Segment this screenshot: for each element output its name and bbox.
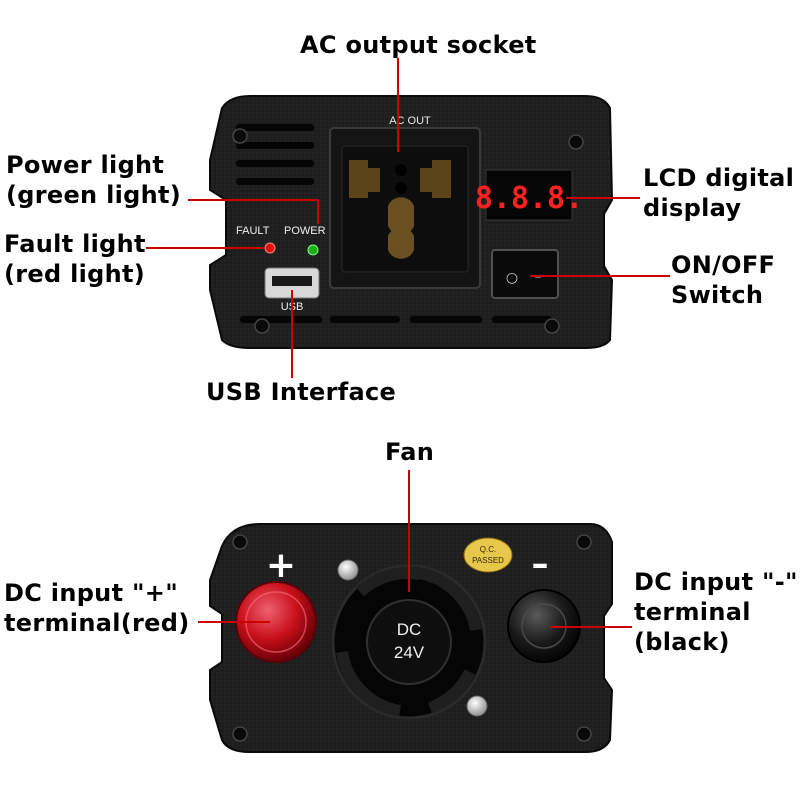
fan-text-24v: 24V <box>394 643 425 662</box>
fault-text: FAULT <box>236 225 270 237</box>
callout-dc-plus-line1: DC input "+" <box>4 579 179 607</box>
plus-symbol: + <box>266 545 296 586</box>
qc-line2: PASSED <box>472 556 504 565</box>
callout-usb: USB Interface <box>206 377 396 407</box>
switch-on-symbol: ○ <box>506 270 518 286</box>
callout-dc-plus-line2: terminal(red) <box>4 609 190 637</box>
callout-ac-socket: AC output socket <box>300 30 537 60</box>
callout-switch-line1: ON/OFF <box>671 251 776 279</box>
front-left-vents <box>236 124 314 185</box>
callout-fault-light: Fault light (red light) <box>4 229 146 289</box>
lcd-digits: 8.8.8. <box>475 181 583 216</box>
fault-led <box>264 242 276 254</box>
callout-usb-text: USB Interface <box>206 378 397 406</box>
callout-power-light-line2: (green light) <box>6 181 182 209</box>
rear-panel: DC 24V + – Q.C. PASSED <box>209 523 614 753</box>
callout-power-light-line1: Power light <box>6 151 165 179</box>
callout-lcd-line2: display <box>643 194 742 222</box>
fan-grill <box>336 566 482 717</box>
callout-ac-socket-text: AC output socket <box>300 31 537 59</box>
dc-minus-terminal <box>507 589 581 663</box>
rear-screws <box>232 534 592 742</box>
rear-silver-screw-bottom <box>466 695 488 717</box>
minus-symbol: – <box>532 544 549 584</box>
ac-out-text: AC OUT <box>389 115 431 127</box>
callout-switch-line2: Switch <box>671 281 764 309</box>
fan-hub <box>366 599 452 685</box>
front-bottom-vents <box>240 316 552 323</box>
callout-dc-plus: DC input "+" terminal(red) <box>4 578 189 638</box>
callout-switch: ON/OFF Switch <box>671 250 775 310</box>
leader-power-light <box>188 199 319 224</box>
qc-line1: Q.C. <box>480 545 496 554</box>
callout-fan: Fan <box>385 437 434 467</box>
fan-text-dc: DC <box>397 620 422 639</box>
on-off-switch <box>491 249 559 299</box>
callout-dc-minus-line1: DC input "-" <box>634 568 798 596</box>
power-text: POWER <box>284 225 326 237</box>
callout-power-light: Power light (green light) <box>6 150 181 210</box>
ac-socket-holes <box>349 160 451 259</box>
callout-fault-light-line1: Fault light <box>4 230 146 258</box>
callout-fault-light-line2: (red light) <box>4 260 146 288</box>
power-led <box>307 244 319 256</box>
lcd-display <box>485 169 573 221</box>
qc-sticker <box>463 537 513 573</box>
leader-lines <box>146 58 670 628</box>
callout-lcd: LCD digital display <box>643 163 794 223</box>
front-panel: AC OUT FAULT POWER USB 8.8.8. ○ – <box>209 95 614 349</box>
callout-dc-minus: DC input "-" terminal (black) <box>634 567 798 657</box>
callout-fan-text: Fan <box>385 438 435 466</box>
callout-dc-minus-line2: terminal <box>634 598 751 626</box>
rear-silver-screw-top <box>337 559 359 581</box>
callout-dc-minus-line3: (black) <box>634 628 730 656</box>
callout-lcd-line1: LCD digital <box>643 164 795 192</box>
front-screws <box>232 128 584 334</box>
